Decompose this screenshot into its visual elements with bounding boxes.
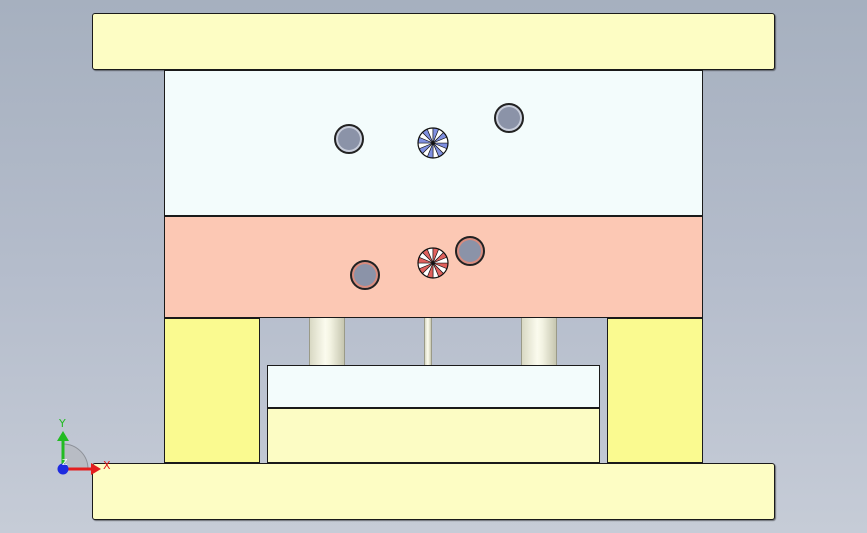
- x-axis-label: X: [103, 459, 111, 472]
- spacer-block-right[interactable]: [607, 318, 703, 463]
- y-axis-arrow: [57, 431, 69, 441]
- sprue-puller-pin[interactable]: [424, 318, 432, 365]
- guide-pin-hole[interactable]: [350, 260, 380, 290]
- return-pin-right[interactable]: [521, 318, 557, 365]
- bottom-clamp-plate[interactable]: [92, 463, 775, 520]
- guide-pin-hole[interactable]: [494, 103, 524, 133]
- axis-triad: Y X Z: [57, 417, 111, 475]
- ejector-retainer-plate[interactable]: [267, 365, 600, 408]
- sprue-outline: [417, 127, 449, 159]
- sprue-outline: [417, 247, 449, 279]
- sprue-bushing-top[interactable]: [417, 127, 449, 159]
- x-axis-arrow: [91, 463, 101, 475]
- ejector-plate[interactable]: [267, 408, 600, 463]
- guide-pin-hole[interactable]: [334, 124, 364, 154]
- sprue-bushing-bottom[interactable]: [417, 247, 449, 279]
- guide-pin-hole[interactable]: [455, 236, 485, 266]
- spacer-block-left[interactable]: [164, 318, 260, 463]
- z-axis-label: Z: [62, 458, 68, 467]
- return-pin-left[interactable]: [309, 318, 345, 365]
- top-clamp-plate[interactable]: [92, 13, 775, 70]
- y-axis-label: Y: [58, 417, 66, 430]
- z-axis-point: [57, 463, 69, 475]
